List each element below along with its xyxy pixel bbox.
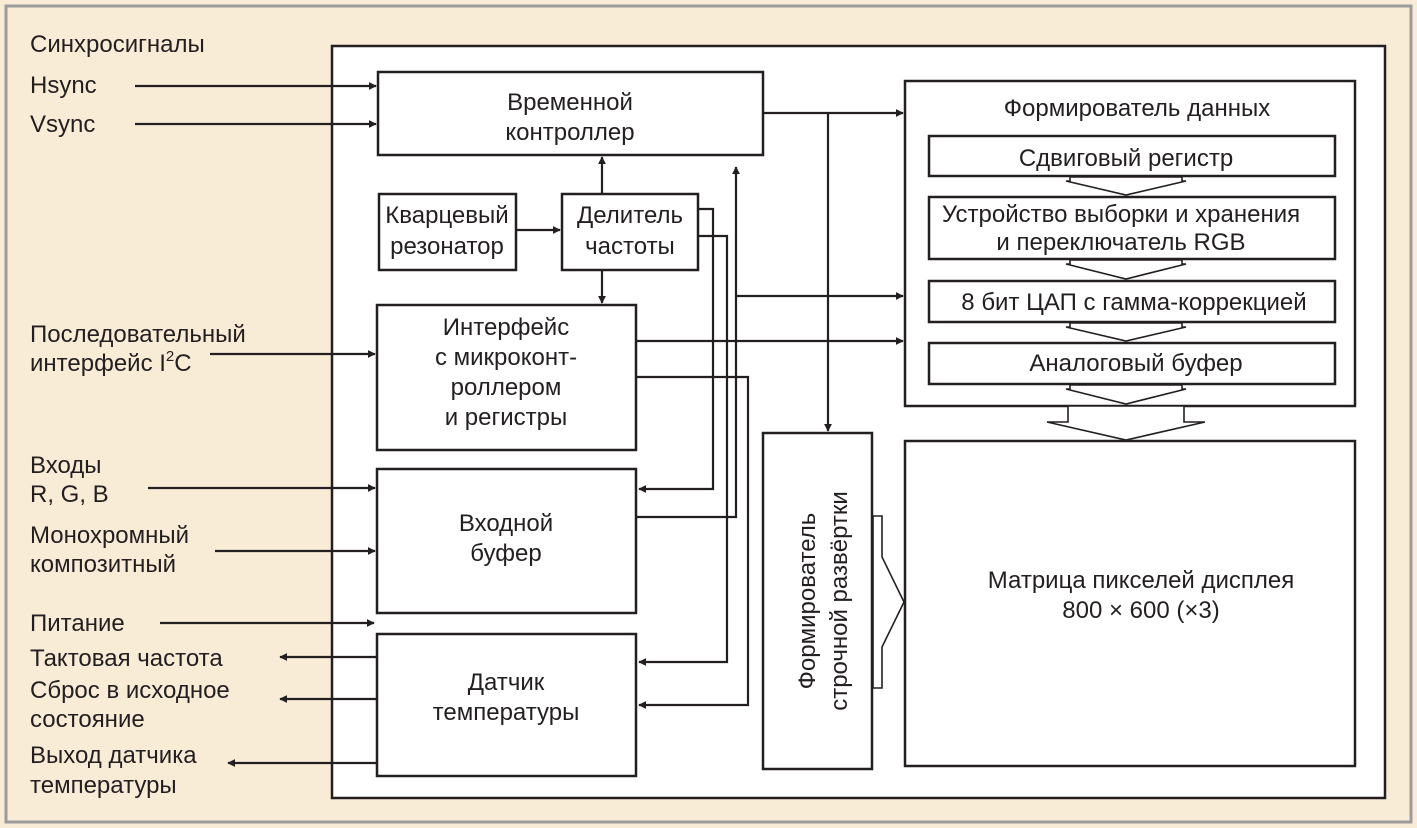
- svg-text:буфер: буфер: [470, 540, 541, 567]
- svg-text:Устройство выборки и хранения: Устройство выборки и хранения: [942, 201, 1300, 228]
- svg-text:Делитель: Делитель: [577, 202, 683, 229]
- svg-text:резонатор: резонатор: [390, 233, 504, 260]
- svg-text:Датчик: Датчик: [468, 669, 545, 696]
- svg-text:Временной: Временной: [507, 89, 633, 116]
- sync-signals-label: Синхросигналы: [30, 31, 205, 58]
- svg-text:Формирователь данных: Формирователь данных: [1004, 95, 1270, 122]
- svg-text:Аналоговый буфер: Аналоговый буфер: [1029, 350, 1242, 377]
- svg-text:и регистры: и регистры: [445, 404, 568, 431]
- bus-arrow-buffer-to-former-edge: [1065, 384, 1187, 405]
- clock-label: Тактовая частота: [30, 645, 223, 672]
- bus-arrow-data-to-matrix: [1046, 405, 1206, 441]
- reset-label-line1: Сброс в исходное: [30, 677, 230, 704]
- svg-text:с микроконт-: с микроконт-: [435, 344, 577, 371]
- svg-text:температуры: температуры: [433, 699, 580, 726]
- bus-arrow-shift-to-sample: [1065, 176, 1187, 196]
- mono-composite-label-line1: Монохромный: [30, 522, 189, 549]
- input-buffer-block: Входной буфер: [375, 467, 638, 615]
- svg-text:контроллер: контроллер: [505, 119, 634, 146]
- hsync-label: Hsync: [30, 72, 97, 99]
- svg-text:Формирователь: Формирователь: [794, 513, 821, 690]
- row-scan-driver-block: Формирователь строчной развёртки: [761, 431, 874, 771]
- serial-interface-label-line2: интерфейс I2C: [30, 348, 192, 377]
- divider-to-temp-sensor-line: [638, 234, 729, 666]
- power-label: Питание: [30, 610, 125, 637]
- svg-text:и переключатель RGB: и переключатель RGB: [996, 229, 1245, 256]
- svg-text:Матрица пикселей дисплея: Матрица пикселей дисплея: [988, 567, 1295, 594]
- gamma-dac-block: 8 бит ЦАП с гамма-коррекцией: [927, 279, 1337, 324]
- bus-arrow-row-driver-to-matrix: [872, 515, 905, 689]
- temp-output-label-line2: температуры: [30, 772, 177, 799]
- input-buffer-to-timing-line: [636, 166, 740, 519]
- temp-output-label-line1: Выход датчика: [30, 742, 197, 769]
- rgb-inputs-label-line1: Входы: [30, 452, 102, 479]
- analog-buffer-block: Аналоговый буфер: [927, 341, 1337, 386]
- frequency-divider-block: Делитель частоты: [560, 192, 700, 272]
- shift-register-block: Сдвиговый регистр: [927, 134, 1337, 178]
- bus-arrow-sample-to-dac: [1065, 259, 1187, 280]
- rgb-inputs-label-line2: R, G, B: [30, 481, 109, 508]
- timing-controller-block: Временной контроллер: [376, 70, 765, 157]
- svg-text:Кварцевый: Кварцевый: [385, 202, 508, 229]
- svg-text:800 × 600 (×3): 800 × 600 (×3): [1062, 597, 1219, 624]
- svg-text:роллером: роллером: [451, 374, 562, 401]
- svg-text:Интерфейс: Интерфейс: [443, 314, 569, 341]
- sample-hold-rgb-switch-block: Устройство выборки и хранения и переключ…: [927, 195, 1337, 261]
- svg-text:Входной: Входной: [459, 510, 553, 537]
- svg-text:строчной развёртки: строчной развёртки: [826, 491, 853, 711]
- mono-composite-label-line2: композитный: [30, 551, 176, 578]
- crystal-resonator-block: Кварцевый резонатор: [377, 192, 518, 272]
- svg-text:частоты: частоты: [585, 233, 675, 260]
- serial-interface-label-line1: Последовательный: [30, 321, 246, 348]
- interface-to-temp-sensor-line: [636, 375, 750, 709]
- bus-arrow-dac-to-buffer: [1065, 322, 1187, 342]
- svg-text:Сдвиговый регистр: Сдвиговый регистр: [1019, 145, 1233, 172]
- mcu-interface-registers-block: Интерфейс с микроконт- роллером и регист…: [375, 303, 638, 452]
- outer-frame: [4, 4, 1413, 824]
- divider-to-input-buffer-line: [638, 207, 715, 493]
- reset-label-line2: состояние: [30, 706, 145, 733]
- display-pixel-matrix-block: Матрица пикселей дисплея 800 × 600 (×3): [903, 439, 1357, 768]
- svg-text:8 бит ЦАП с гамма-коррекцией: 8 бит ЦАП с гамма-коррекцией: [961, 289, 1306, 316]
- temperature-sensor-block: Датчик температуры: [375, 632, 638, 778]
- vsync-label: Vsync: [30, 111, 95, 138]
